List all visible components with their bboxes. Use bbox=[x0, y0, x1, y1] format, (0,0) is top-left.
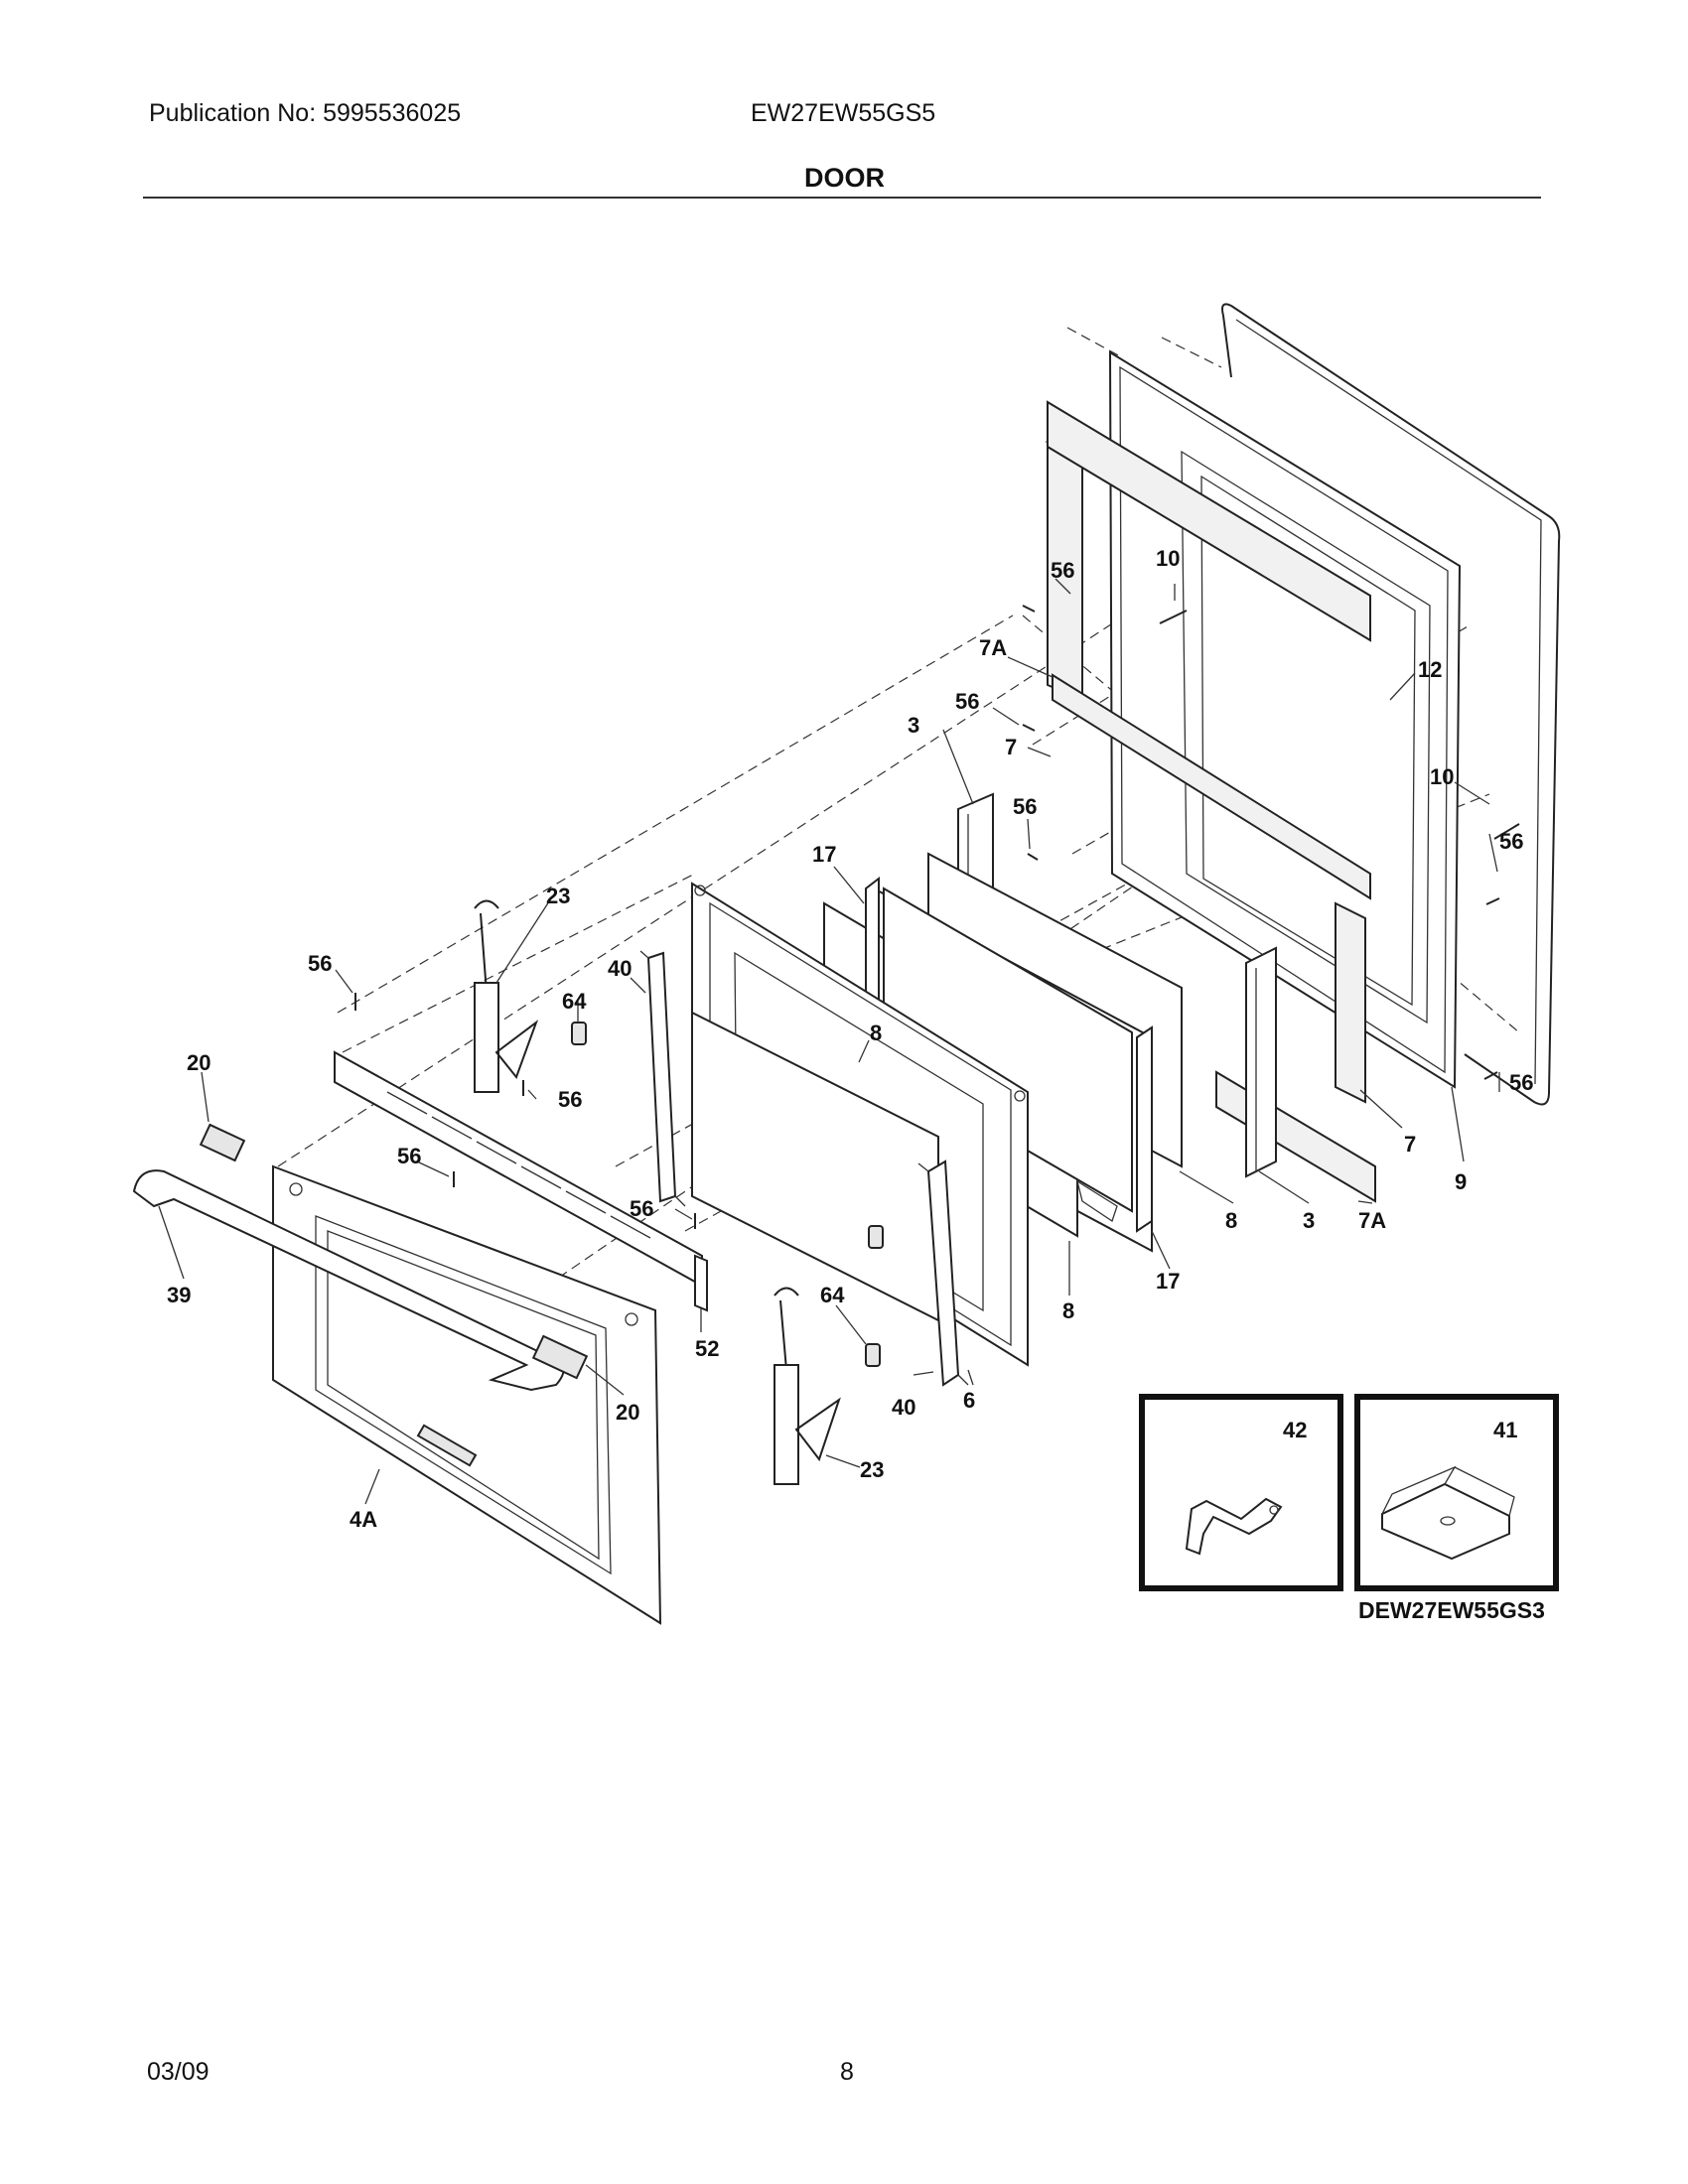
callout-4A: 4A bbox=[350, 1507, 377, 1532]
inset-part-41: 41 bbox=[1354, 1394, 1559, 1591]
inset-label-41: 41 bbox=[1493, 1418, 1517, 1442]
door-pads bbox=[571, 1022, 884, 1367]
callout-8-mid: 8 bbox=[870, 1021, 882, 1045]
callout-9: 9 bbox=[1455, 1169, 1467, 1194]
callout-56-b: 56 bbox=[955, 689, 979, 714]
callout-labels: 56 10 7A 12 56 3 7 56 10 56 17 23 56 40 … bbox=[167, 546, 1533, 1532]
leader-lines bbox=[158, 578, 1500, 1505]
footer-date: 03/09 bbox=[147, 2058, 210, 2086]
callout-64-top: 64 bbox=[562, 989, 587, 1014]
callout-23-low: 23 bbox=[860, 1457, 884, 1482]
inset-part-42: 42 bbox=[1139, 1394, 1343, 1591]
callout-7A-top: 7A bbox=[979, 635, 1007, 660]
callout-20-left: 20 bbox=[187, 1050, 211, 1075]
outer-door-panel bbox=[272, 1164, 662, 1625]
callout-7-top: 7 bbox=[1005, 735, 1017, 759]
callout-6: 6 bbox=[963, 1388, 975, 1413]
header-rule bbox=[143, 197, 1541, 199]
callout-3-top: 3 bbox=[908, 713, 919, 738]
callout-64-low: 64 bbox=[820, 1283, 845, 1307]
model-number: EW27EW55GS5 bbox=[751, 99, 936, 127]
insulation-blocks bbox=[1045, 400, 1376, 1203]
callout-56-c: 56 bbox=[1013, 794, 1037, 819]
inset-model-code: DEW27EW55GS3 bbox=[1358, 1597, 1545, 1623]
callout-10-top: 10 bbox=[1156, 546, 1180, 571]
footer-page-number: 8 bbox=[840, 2058, 854, 2086]
section-title: DOOR bbox=[804, 163, 885, 193]
door-badges bbox=[199, 1123, 589, 1380]
callout-7-right: 7 bbox=[1404, 1132, 1416, 1157]
callout-56-f: 56 bbox=[397, 1144, 421, 1168]
callout-3-right: 3 bbox=[1303, 1208, 1315, 1233]
callout-52: 52 bbox=[695, 1336, 719, 1361]
callout-56-left: 56 bbox=[308, 951, 332, 976]
callout-56-right: 56 bbox=[1499, 829, 1523, 854]
callout-56-g: 56 bbox=[630, 1196, 653, 1221]
callout-40-low: 40 bbox=[892, 1395, 915, 1420]
callout-56-e: 56 bbox=[558, 1087, 582, 1112]
callout-20-right: 20 bbox=[616, 1400, 639, 1425]
publication-number: Publication No: 5995536025 bbox=[149, 99, 462, 127]
callout-10-right: 10 bbox=[1430, 764, 1454, 789]
callout-23-top: 23 bbox=[546, 884, 570, 908]
callout-17-top: 17 bbox=[812, 842, 836, 867]
callout-56-d: 56 bbox=[1509, 1070, 1533, 1095]
door-hinges bbox=[474, 899, 841, 1485]
callout-8-right: 8 bbox=[1225, 1208, 1237, 1233]
callout-39: 39 bbox=[167, 1283, 191, 1307]
door-brackets bbox=[639, 950, 969, 1387]
callout-8-low: 8 bbox=[1062, 1298, 1074, 1323]
callout-7A-right: 7A bbox=[1358, 1208, 1386, 1233]
screws bbox=[354, 605, 1520, 1229]
door-gasket bbox=[1221, 303, 1561, 1106]
vent-trim bbox=[334, 1050, 708, 1312]
callout-17-low: 17 bbox=[1156, 1269, 1180, 1294]
callout-12: 12 bbox=[1418, 657, 1442, 682]
callout-40-top: 40 bbox=[608, 956, 632, 981]
inset-label-42: 42 bbox=[1283, 1418, 1307, 1442]
callout-56-top: 56 bbox=[1051, 558, 1074, 583]
